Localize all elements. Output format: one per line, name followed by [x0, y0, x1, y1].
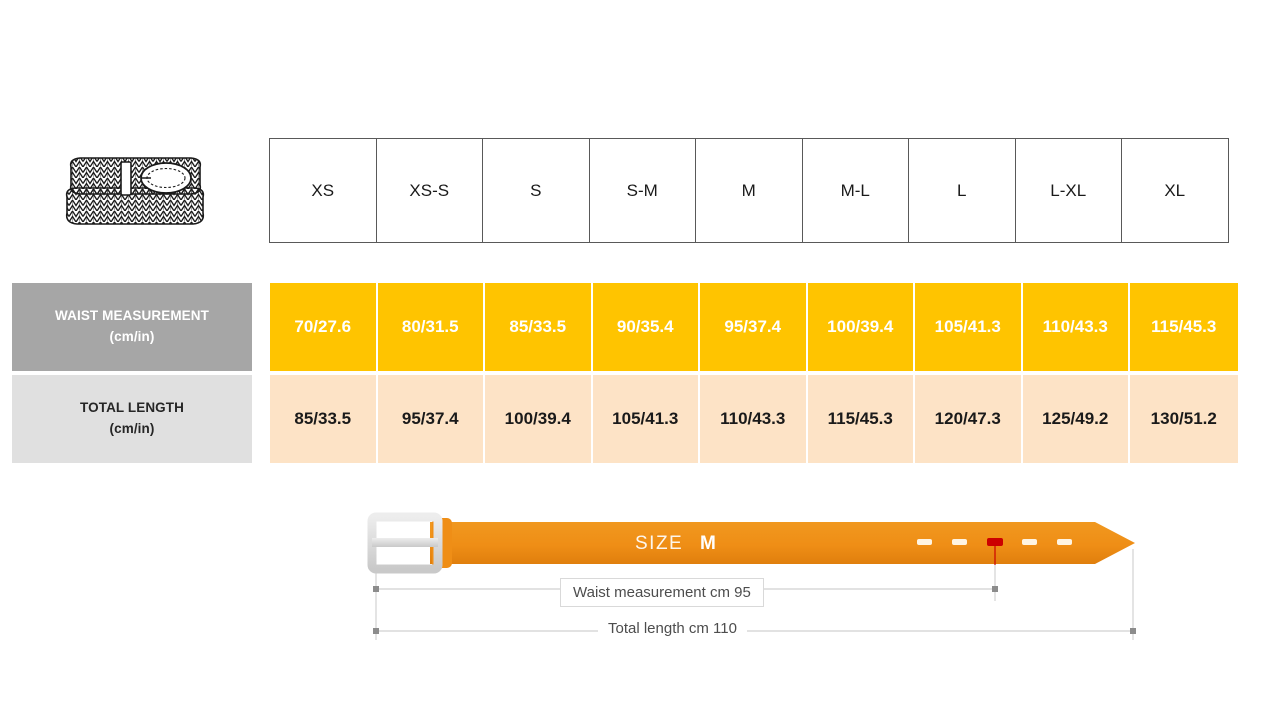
belt-size-value: M — [700, 533, 716, 554]
length-value-xl: 130/51.2 — [1130, 375, 1238, 463]
size-header-m-l: M-L — [801, 138, 909, 243]
row-label-gap — [252, 283, 270, 371]
waist-value-s-m: 90/35.4 — [592, 283, 700, 371]
size-header-m: M — [695, 138, 803, 243]
waist-value-l-xl: 110/43.3 — [1022, 283, 1130, 371]
size-header-s: S — [482, 138, 590, 243]
size-header-xs-s: XS-S — [375, 138, 483, 243]
waist-value-s: 85/33.5 — [485, 283, 593, 371]
total-length-dimension-line — [373, 628, 1136, 634]
table-row-total-length: TOTAL LENGTH (cm/in) 85/33.5 95/37.4 100… — [12, 375, 1240, 463]
length-value-l: 120/47.3 — [915, 375, 1023, 463]
size-header-s-m: S-M — [588, 138, 696, 243]
row-label-waist-line1: WAIST MEASUREMENT — [55, 308, 209, 324]
waist-value-m-l: 100/39.4 — [807, 283, 915, 371]
size-header-xl: XL — [1121, 138, 1229, 243]
length-value-xs: 85/33.5 — [270, 375, 378, 463]
size-header-xs: XS — [269, 138, 377, 243]
row-label-waist-line2: (cm/in) — [109, 329, 155, 344]
length-value-m-l: 115/45.3 — [807, 375, 915, 463]
belt-buckle-icon — [367, 512, 443, 574]
waist-value-xl: 115/45.3 — [1130, 283, 1238, 371]
size-header-row: XS XS-S S S-M M M-L L L-XL XL — [269, 138, 1229, 243]
braided-belt-illustration — [55, 145, 215, 240]
size-data-rows: WAIST MEASUREMENT (cm/in) 70/27.6 80/31.… — [12, 283, 1240, 463]
waist-value-l: 105/41.3 — [915, 283, 1023, 371]
length-value-s-m: 105/41.3 — [592, 375, 700, 463]
belt-hole-highlighted — [987, 538, 1003, 546]
row-label-length-line1: TOTAL LENGTH — [80, 400, 184, 416]
row-label-length-line2: (cm/in) — [109, 421, 155, 436]
row-label-total-length: TOTAL LENGTH (cm/in) — [12, 375, 252, 463]
row-label-gap — [252, 375, 270, 463]
belt-hole-5 — [1057, 539, 1072, 545]
length-value-xs-s: 95/37.4 — [377, 375, 485, 463]
length-value-cells: 85/33.5 95/37.4 100/39.4 105/41.3 110/43… — [270, 375, 1238, 463]
belt-hole-2 — [952, 539, 967, 545]
belt-strap — [430, 522, 1135, 564]
table-row-waist-measurement: WAIST MEASUREMENT (cm/in) 70/27.6 80/31.… — [12, 283, 1240, 371]
belt-measurement-diagram: SIZE M Waist measurement cm 95 Total len — [360, 505, 1160, 655]
waist-value-m: 95/37.4 — [700, 283, 808, 371]
size-header-l-xl: L-XL — [1014, 138, 1122, 243]
length-value-s: 100/39.4 — [485, 375, 593, 463]
length-value-m: 110/43.3 — [700, 375, 808, 463]
length-value-l-xl: 125/49.2 — [1022, 375, 1130, 463]
row-label-waist-measurement: WAIST MEASUREMENT (cm/in) — [12, 283, 252, 371]
size-header-l: L — [908, 138, 1016, 243]
belt-size-prefix: SIZE — [635, 533, 683, 554]
waist-measurement-callout: Waist measurement cm 95 — [560, 578, 764, 607]
total-length-callout: Total length cm 110 — [598, 618, 747, 639]
waist-value-xs-s: 80/31.5 — [377, 283, 485, 371]
belt-hole-4 — [1022, 539, 1037, 545]
waist-value-xs: 70/27.6 — [270, 283, 378, 371]
waist-value-cells: 70/27.6 80/31.5 85/33.5 90/35.4 95/37.4 … — [270, 283, 1238, 371]
belt-hole-1 — [917, 539, 932, 545]
